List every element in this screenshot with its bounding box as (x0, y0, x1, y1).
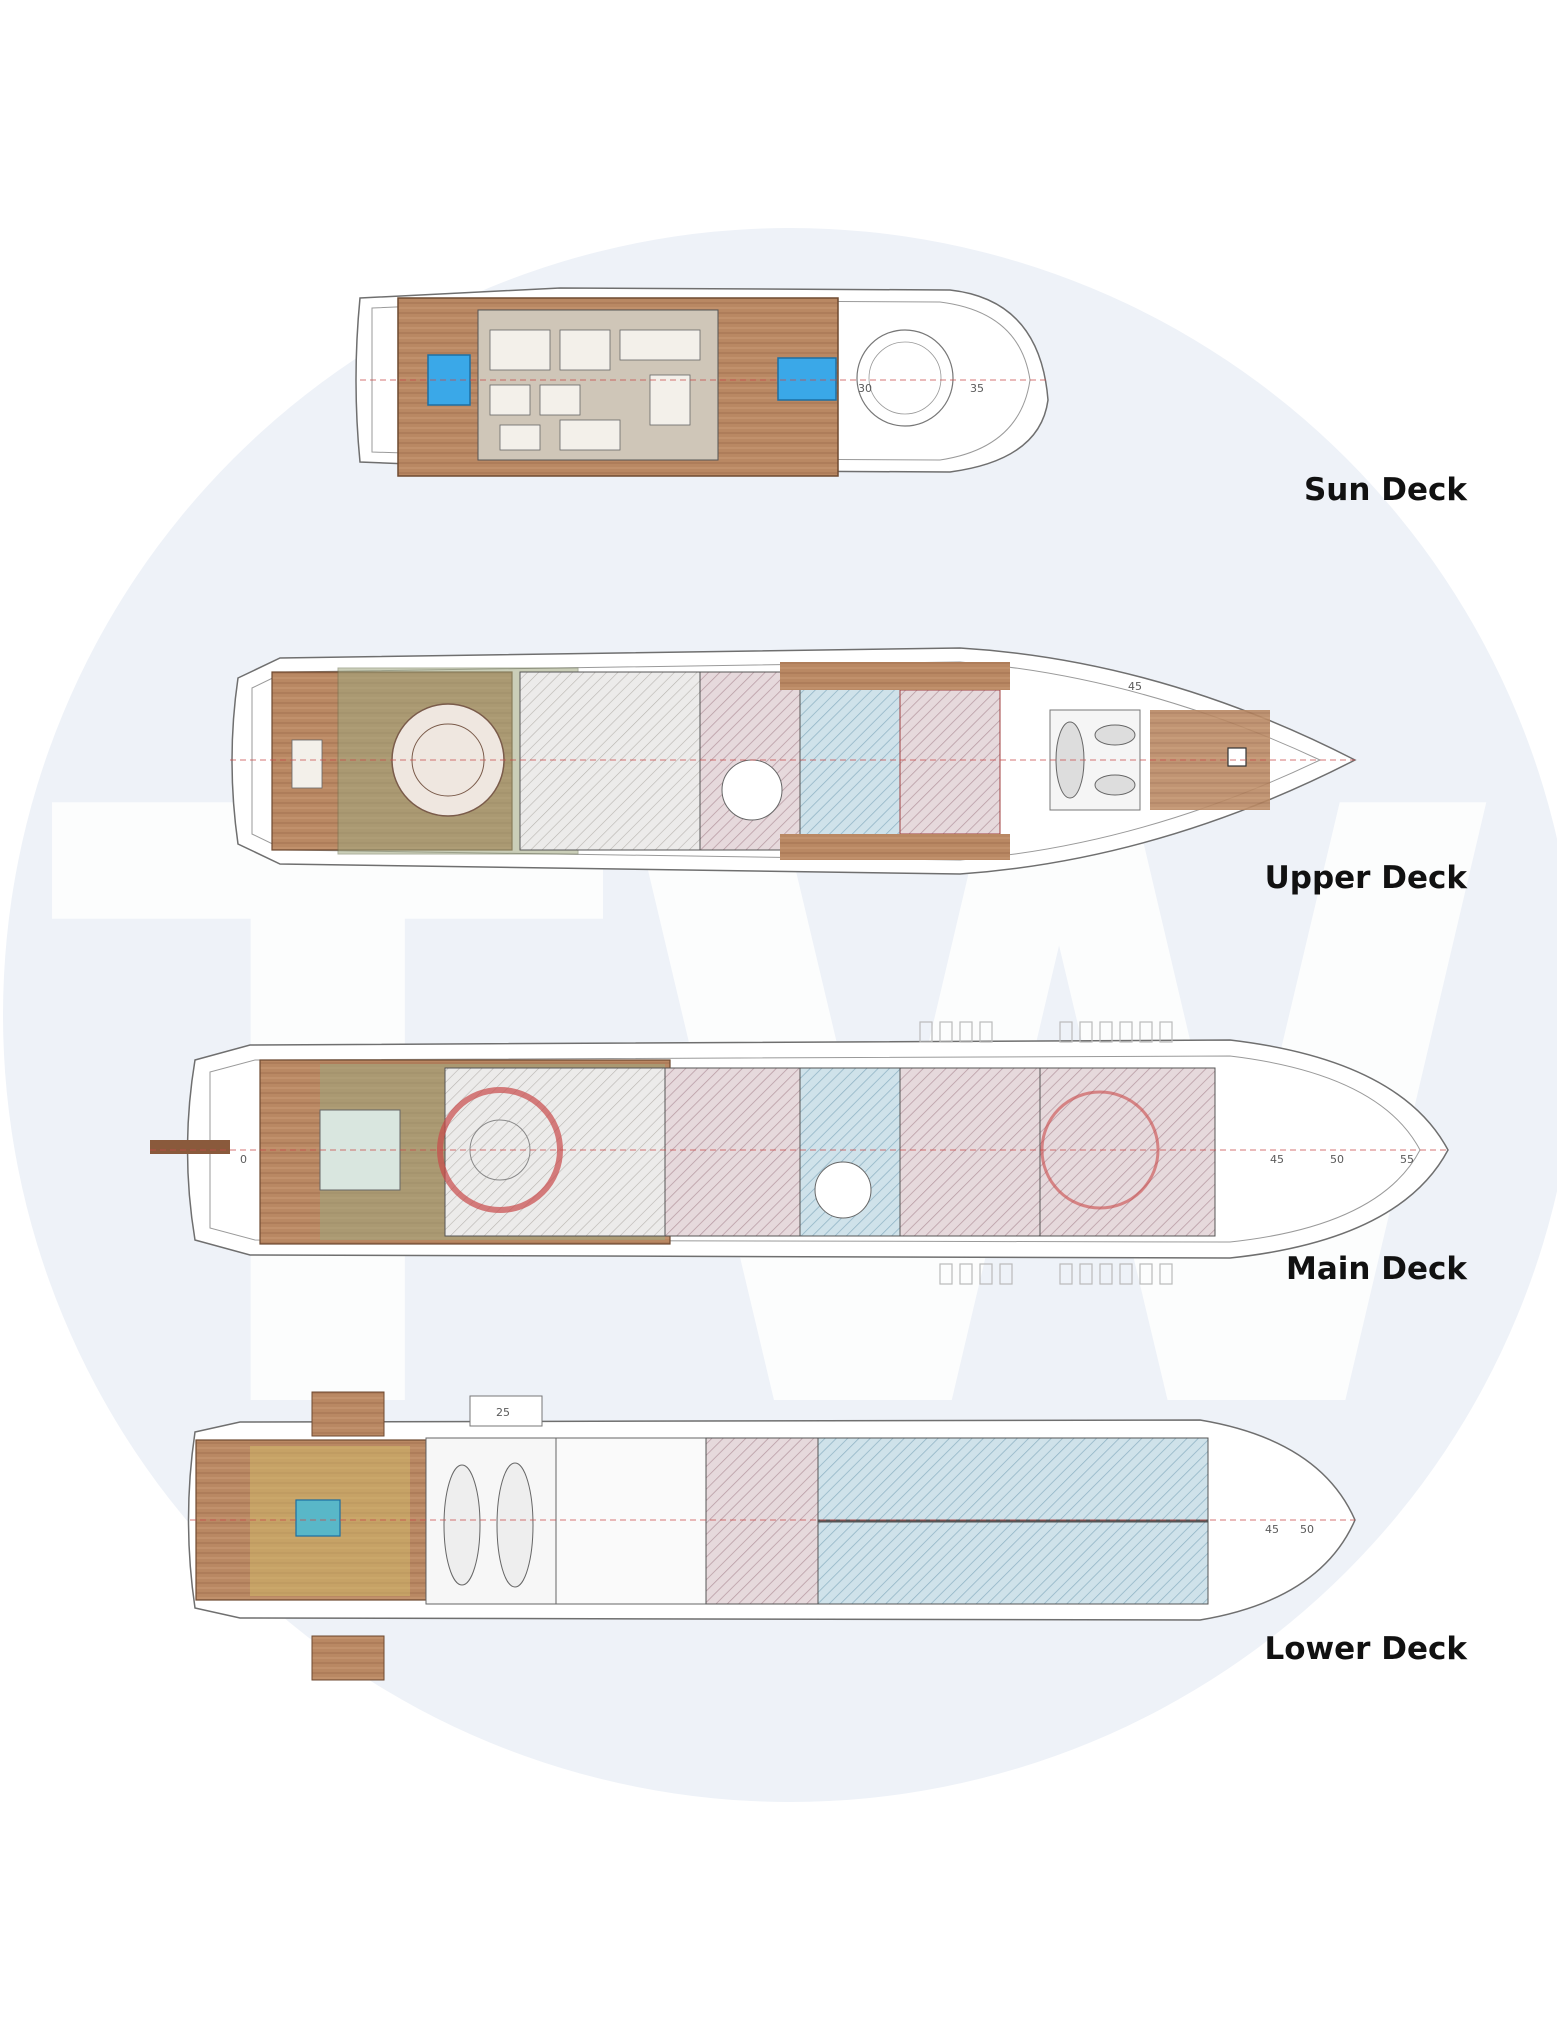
main-frame-mark-0: 0 (240, 1153, 247, 1166)
main-deck-cabins (899, 1067, 1041, 1237)
lower-deck-swim-platform-top (311, 1391, 385, 1437)
lower-deck-pink-zone (705, 1437, 819, 1605)
sun-deck-label: Sun Deck (1303, 472, 1467, 508)
upper-deck-aft-sofa (291, 739, 323, 789)
lower-deck-plunge-pool (295, 1499, 341, 1537)
lower-deck-plan: 25 45 50 (187, 1391, 1356, 1681)
upper-deck-salon (519, 671, 701, 851)
sun-frame-mark-30: 30 (858, 382, 872, 395)
upper-deck-hull-inner (251, 661, 1322, 861)
upper-deck-stair (721, 759, 783, 821)
upper-deck-plan: 45 (230, 647, 1357, 875)
lower-frame-mark-50: 50 (1300, 1523, 1314, 1536)
main-deck-master (1039, 1067, 1216, 1237)
main-frame-mark-50: 50 (1330, 1153, 1344, 1166)
lower-frame-mark-25: 25 (496, 1406, 510, 1419)
sun-deck-helipad (856, 329, 954, 427)
upper-deck-dining-table (391, 703, 505, 817)
upper-deck-label: Upper Deck (1264, 860, 1467, 896)
main-deck-dining (664, 1067, 801, 1237)
upper-frame-mark-45: 45 (1128, 680, 1142, 693)
lower-frame-mark-45: 45 (1265, 1523, 1279, 1536)
main-deck-label: Main Deck (1285, 1251, 1467, 1287)
sun-deck-hull-inner (371, 299, 1031, 461)
sun-frame-mark-35: 35 (970, 382, 984, 395)
main-deck-stair (814, 1161, 872, 1219)
sun-deck-plan: 30 35 (355, 287, 1050, 477)
main-deck-boarding-plank (150, 1140, 230, 1154)
lower-deck-hatch (469, 1395, 543, 1427)
main-frame-mark-55: 55 (1400, 1153, 1414, 1166)
lower-deck-label: Lower Deck (1264, 1631, 1467, 1667)
sun-deck-pool-fwd (777, 357, 837, 401)
upper-deck-fwd-teak-bottom (780, 834, 1010, 860)
main-deck-plan: 0 45 50 55 (150, 1021, 1449, 1285)
main-deck-window-marks (919, 1021, 1173, 1285)
upper-deck-hatch (1227, 747, 1247, 767)
watermark-circle (3, 228, 1557, 1802)
upper-deck-fwd-teak-top (780, 662, 1010, 690)
sun-deck-furniture (489, 329, 701, 451)
main-frame-mark-45: 45 (1270, 1153, 1284, 1166)
lower-deck-engine-room (555, 1437, 707, 1605)
upper-deck-blue-zone (799, 671, 901, 851)
main-deck-hull-inner (209, 1055, 1421, 1243)
lower-deck-swim-platform-bottom (311, 1635, 385, 1681)
upper-deck-owner-suite (899, 689, 1001, 835)
